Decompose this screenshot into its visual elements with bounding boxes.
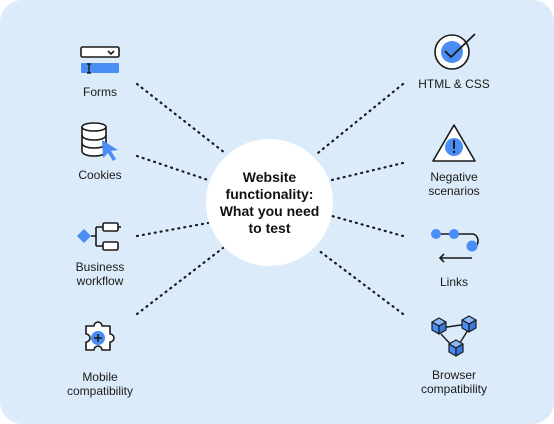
label-mobile-compatibility: Mobile compatibility (66, 370, 134, 398)
connected-cubes-icon (431, 315, 477, 357)
center-topic-circle: Website functionality: What you need to … (206, 139, 333, 266)
center-topic-title: Website functionality: What you need to … (219, 168, 320, 236)
label-cookies: Cookies (78, 168, 122, 182)
puzzle-plus-icon (85, 321, 115, 351)
connector-html-css (316, 82, 405, 155)
label-business-workflow: Business workflow (75, 260, 125, 288)
connector-business-workflow (135, 221, 210, 238)
label-browser-compatibility: Browser compatibility (420, 368, 488, 396)
connector-links (330, 214, 405, 238)
target-check-icon (434, 33, 476, 70)
form-field-icon (80, 46, 120, 74)
label-html-css: HTML & CSS (418, 77, 490, 91)
database-cursor-icon (81, 122, 118, 161)
connector-forms (135, 82, 227, 155)
connector-mobile-compatibility (135, 246, 225, 316)
workflow-icon (77, 222, 121, 251)
label-negative-scenarios: Negative scenarios (428, 170, 480, 198)
connector-negative-scenarios (330, 161, 405, 182)
label-forms: Forms (83, 85, 117, 99)
connector-cookies (135, 154, 210, 182)
connector-browser-compatibility (316, 248, 405, 316)
label-links: Links (439, 275, 468, 289)
link-path-icon (431, 229, 479, 263)
warning-triangle-icon (432, 124, 476, 162)
